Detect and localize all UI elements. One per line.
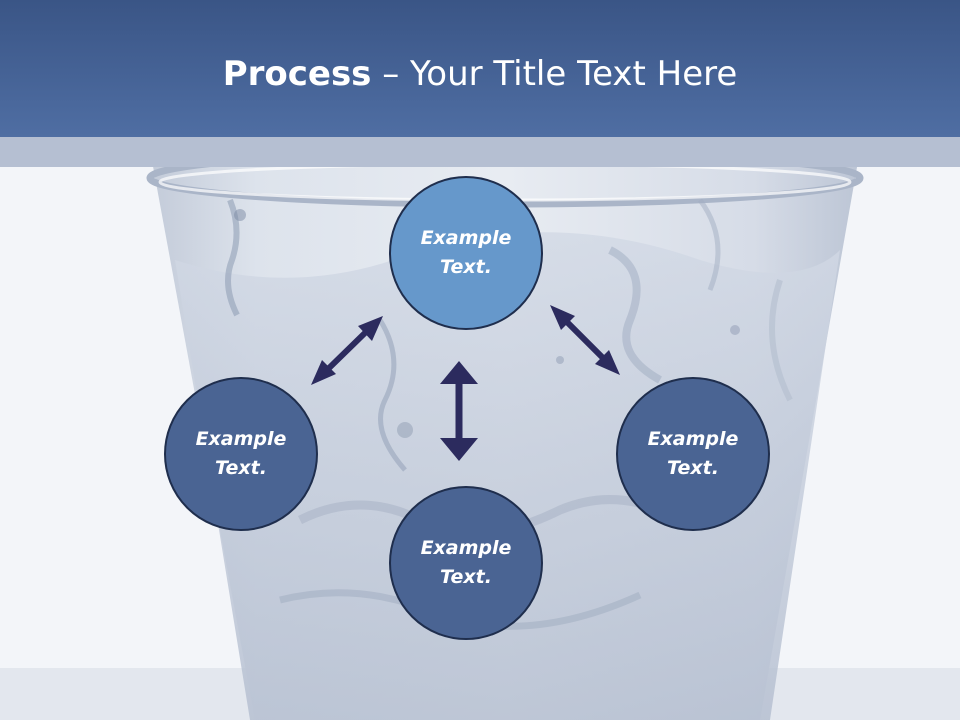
process-node-left-label: Example Text. bbox=[195, 428, 287, 479]
process-node-right: Example Text. bbox=[616, 377, 770, 531]
process-node-top: Example Text. bbox=[389, 176, 543, 330]
process-node-bottom-label: Example Text. bbox=[420, 537, 512, 588]
slide-title: Process – Your Title Text Here bbox=[0, 52, 960, 96]
title-rest: – Your Title Text Here bbox=[371, 54, 738, 94]
process-node-bottom: Example Text. bbox=[389, 486, 543, 640]
process-node-top-label: Example Text. bbox=[420, 227, 512, 278]
process-node-right-label: Example Text. bbox=[647, 428, 739, 479]
title-bar-strip bbox=[0, 137, 960, 167]
title-bold: Process bbox=[222, 54, 372, 94]
title-bar bbox=[0, 0, 960, 137]
process-node-left: Example Text. bbox=[164, 377, 318, 531]
